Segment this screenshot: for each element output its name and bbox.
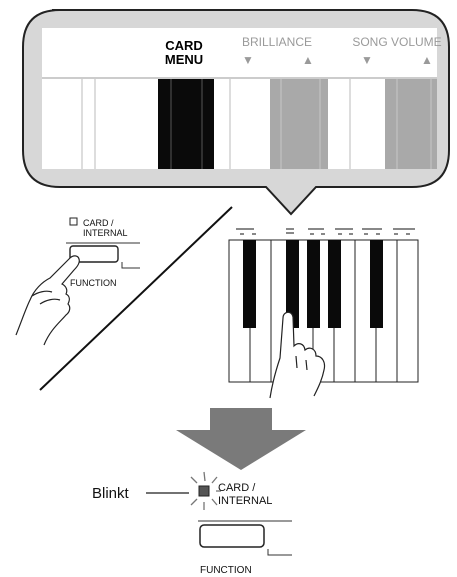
function-label: FUNCTION — [70, 278, 117, 288]
brilliance-down-arrow-icon: ▼ — [242, 53, 254, 67]
hand-icon — [15, 255, 80, 346]
divider-line — [39, 206, 233, 391]
bottom-card-internal-line1: CARD / — [218, 482, 256, 494]
bottom-function-label: FUNCTION — [200, 565, 252, 576]
down-arrow-icon — [176, 408, 306, 470]
card-menu-label-line2: MENU — [165, 52, 203, 67]
card-menu-label-line1: CARD — [165, 38, 203, 53]
function-button[interactable] — [69, 245, 119, 263]
bottom-card-internal-line2: INTERNAL — [218, 495, 272, 507]
function-panel: CARD / INTERNAL FUNCTION — [15, 217, 140, 346]
song-volume-label: SONG VOLUME — [352, 35, 441, 49]
song-volume-key — [385, 79, 437, 169]
bottom-function-button[interactable] — [199, 524, 265, 548]
brilliance-key — [270, 79, 328, 169]
card-internal-label-line1: CARD / — [83, 218, 114, 228]
card-internal-label-line2: INTERNAL — [83, 228, 128, 238]
keyboard-illustration — [228, 228, 419, 399]
brilliance-up-arrow-icon: ▲ — [302, 53, 314, 67]
blink-label: Blinkt — [92, 485, 130, 502]
brilliance-label: BRILLIANCE — [242, 35, 312, 49]
blink-rays-icon — [190, 471, 221, 510]
callout-bubble: CARD MENU BRILLIANCE SONG VOLUME ▼ ▲ ▼ ▲ — [22, 9, 450, 216]
song-volume-up-arrow-icon: ▲ — [421, 53, 433, 67]
card-internal-indicator — [69, 217, 78, 226]
blink-panel: Blinkt CARD / INTERNAL FUNCTION — [92, 471, 292, 576]
song-volume-down-arrow-icon: ▼ — [361, 53, 373, 67]
card-menu-key — [158, 79, 214, 169]
card-internal-indicator-lit — [198, 485, 210, 497]
finger-icon — [269, 311, 326, 399]
